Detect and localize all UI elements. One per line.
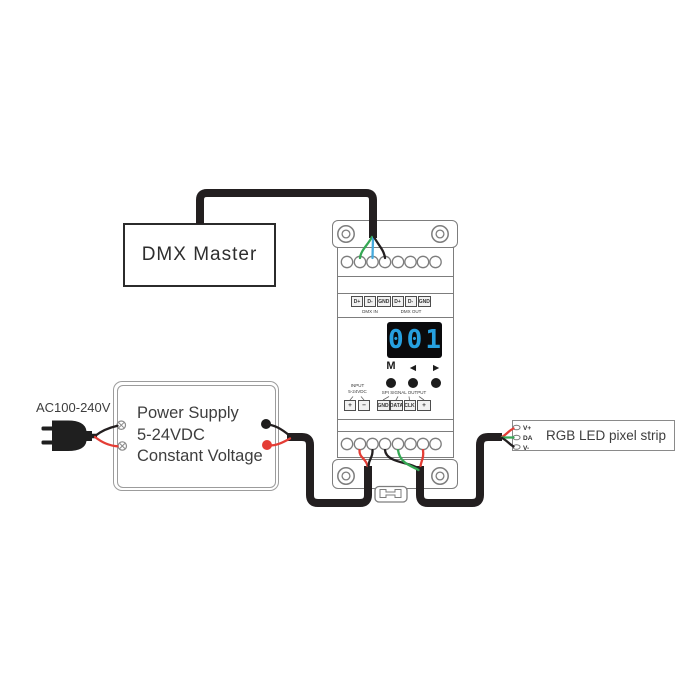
led-strip-pin-vminus: V- — [523, 444, 530, 452]
led-strip-box: RGB LED pixel strip V+ DA V- — [512, 420, 675, 452]
terminal-spi-gnd: GND — [376, 400, 390, 411]
dmx-in-label: DMX IN — [362, 308, 378, 314]
left-arrow-button — [407, 377, 418, 388]
terminal-spi-plus: + — [417, 400, 431, 411]
menu-button — [385, 377, 396, 388]
terminal-spi-clk: CLK — [403, 400, 416, 411]
spi-output-label: SPI SIGNAL OUTPUT — [381, 389, 427, 395]
address-display: 001 — [387, 322, 442, 358]
dmx-out-label: DMX OUT — [400, 308, 422, 314]
terminal-dmx-in-dplus: D+ — [351, 296, 363, 307]
terminal-dmx-in-dminus: D- — [364, 296, 376, 307]
dmx-master-label: DMX Master — [141, 244, 258, 265]
power-supply-label: Power Supply 5-24VDC Constant Voltage — [137, 404, 263, 465]
divider — [338, 293, 453, 295]
ac-plug-icon — [41, 420, 97, 451]
divider — [338, 431, 453, 433]
controller-top-mount-ear — [332, 220, 458, 248]
right-arrow-button-label: ▶ — [433, 363, 439, 372]
led-strip-pin-da: DA — [523, 434, 533, 442]
divider — [338, 317, 453, 319]
terminal-dmx-in-gnd: GND — [377, 296, 391, 307]
address-display-value: 001 — [388, 325, 444, 355]
input-power-label: INPUT 5-24VDC — [348, 383, 367, 394]
terminal-dmx-out-dplus: D+ — [391, 296, 404, 307]
right-arrow-button — [430, 377, 441, 388]
terminal-power-plus: + — [344, 400, 356, 411]
terminal-spi-data: DATA — [390, 400, 403, 411]
terminal-dmx-out-gnd: GND — [417, 296, 431, 307]
terminal-dmx-out-dminus: D- — [404, 296, 417, 307]
divider — [338, 276, 453, 278]
divider — [338, 419, 453, 421]
terminal-power-minus: − — [358, 400, 370, 411]
led-strip-label: RGB LED pixel strip — [546, 428, 667, 443]
controller-bottom-mount-ear — [332, 459, 458, 489]
led-strip-pin-vplus: V+ — [523, 424, 532, 432]
ac-input-label: AC100-240V — [36, 400, 111, 415]
menu-button-label: M — [386, 360, 396, 372]
dmx-master-box: DMX Master — [123, 223, 276, 287]
left-arrow-button-label: ◀ — [410, 363, 416, 372]
